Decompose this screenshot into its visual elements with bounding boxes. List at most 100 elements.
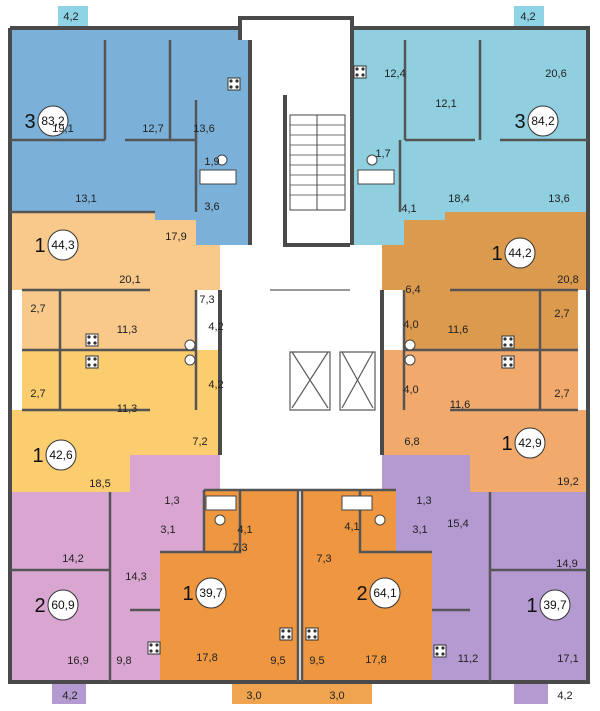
- stove-icon: [501, 335, 515, 349]
- room-area-label: 11,6: [448, 324, 469, 336]
- apartment-total-area: 44,3: [51, 238, 75, 252]
- stove-icon: [353, 65, 367, 79]
- apartment-rooms-label: 3: [514, 111, 525, 133]
- room-area-label: 3,1: [160, 524, 175, 536]
- partitions-left-2: [10, 490, 206, 682]
- toilet-center-left: [214, 514, 226, 526]
- room-area-label: 14,9: [556, 558, 577, 570]
- room-area-label: 2,7: [30, 303, 45, 315]
- apartment-area-badge: [527, 105, 559, 137]
- room-area-label: 17,8: [365, 654, 386, 666]
- apartment-zone-1-room-center-right: [302, 490, 432, 682]
- room-area-label: 13,1: [75, 193, 96, 205]
- room-area-label: 4,1: [344, 521, 359, 533]
- apartment-zone-1-room-right-upper: [382, 212, 588, 350]
- room-area-label: 4,1: [401, 203, 416, 215]
- partitions-left-1: [22, 288, 198, 412]
- room-area-label: 14,3: [125, 571, 146, 583]
- bathtub-center-right: [341, 495, 373, 511]
- room-area-label: 17,8: [196, 652, 217, 664]
- room-area-label: 9,5: [309, 655, 324, 667]
- room-area-label: 4,2: [63, 11, 78, 23]
- apartment-area-badge: [37, 105, 69, 137]
- balcony-bottom-left: [52, 682, 86, 704]
- room-area-label: 4,2: [62, 690, 77, 702]
- room-area-label: 6,8: [404, 436, 419, 448]
- balcony-bottom-center: [232, 682, 372, 704]
- apartment-total-area: 42,9: [518, 436, 542, 450]
- room-area-label: 6,4: [405, 284, 420, 296]
- bathtub-left: [199, 169, 237, 185]
- sink-left: [216, 154, 228, 166]
- room-area-label: 16,9: [67, 655, 88, 667]
- room-area-label: 1,9: [204, 156, 219, 168]
- room-area-label: 19,2: [557, 476, 578, 488]
- room-area-label: 20,6: [545, 68, 566, 80]
- apartment-rooms-label: 2: [356, 583, 367, 605]
- stove-icon: [85, 333, 99, 347]
- balcony-top-left: [58, 6, 88, 28]
- room-area-label: 4,2: [208, 321, 223, 333]
- room-area-label: 12,7: [142, 123, 163, 135]
- room-area-label: 18,5: [89, 478, 110, 490]
- toilet-right-lower: [404, 354, 416, 366]
- apartment-rooms-label: 1: [34, 235, 45, 257]
- toilet-right-upper: [404, 339, 416, 351]
- apartment-rooms-label: 1: [32, 445, 43, 467]
- apartment-area-badge: [47, 229, 79, 261]
- toilet-center-right: [374, 514, 386, 526]
- stove-icon: [85, 355, 99, 369]
- room-area-label: 2,7: [554, 308, 569, 320]
- room-area-label: 2,7: [30, 388, 45, 400]
- room-area-label: 13,6: [193, 123, 214, 135]
- room-area-label: 4,0: [403, 384, 418, 396]
- apartment-total-area: 42,6: [49, 448, 73, 462]
- room-area-label: 1,3: [164, 495, 179, 507]
- apartment-total-area: 39,7: [543, 598, 567, 612]
- room-area-label: 7,3: [316, 553, 331, 565]
- stove-icon: [305, 627, 319, 641]
- room-area-label: 12,1: [435, 98, 456, 110]
- room-area-label: 12,4: [384, 68, 405, 80]
- room-area-label: 19,1: [52, 123, 73, 135]
- toilet-left-upper: [184, 339, 196, 351]
- apartment-rooms-label: 2: [34, 595, 45, 617]
- toilet-left-lower: [184, 354, 196, 366]
- stove-icon: [501, 355, 515, 369]
- room-area-label: 3,0: [329, 690, 344, 702]
- partitions-right-3: [398, 40, 588, 212]
- bathtub-center-left: [205, 495, 237, 511]
- stove-icon: [433, 644, 447, 658]
- room-area-label: 7,2: [192, 436, 207, 448]
- room-area-label: 13,6: [548, 193, 569, 205]
- room-area-label: 4,2: [520, 11, 535, 23]
- core-top-wall: [238, 16, 354, 40]
- stove-icon: [147, 641, 161, 655]
- apartment-rooms-label: 3: [24, 111, 35, 133]
- apartment-area-badge: [47, 589, 79, 621]
- sink-right: [366, 154, 378, 166]
- apartment-zone-2-room-left: [10, 455, 220, 682]
- room-area-label: 2,7: [554, 388, 569, 400]
- outer-wall-side: [8, 212, 590, 290]
- room-area-label: 4,2: [557, 690, 572, 702]
- room-area-label: 11,6: [450, 399, 471, 411]
- apartment-total-area: 60,9: [51, 598, 75, 612]
- room-area-label: 3,0: [246, 690, 261, 702]
- apartment-zone-1-room-left-upper: [10, 212, 220, 350]
- stove-icon: [279, 627, 293, 641]
- stair-walls: [248, 40, 354, 247]
- room-area-label: 11,2: [458, 653, 479, 665]
- apartment-zone-1-room-center-left: [160, 490, 298, 682]
- bathtub-right: [357, 169, 395, 185]
- room-area-label: 20,8: [557, 274, 578, 286]
- apartment-area-badge: [369, 577, 401, 609]
- partitions-right-1: [402, 288, 578, 412]
- apartment-zone-3-room-left: [10, 28, 250, 245]
- room-area-label: 3,6: [204, 201, 219, 213]
- room-area-label: 7,3: [232, 542, 247, 554]
- apartment-total-area: 39,7: [199, 586, 223, 600]
- room-area-label: 20,1: [119, 274, 140, 286]
- room-area-label: 7,3: [199, 294, 214, 306]
